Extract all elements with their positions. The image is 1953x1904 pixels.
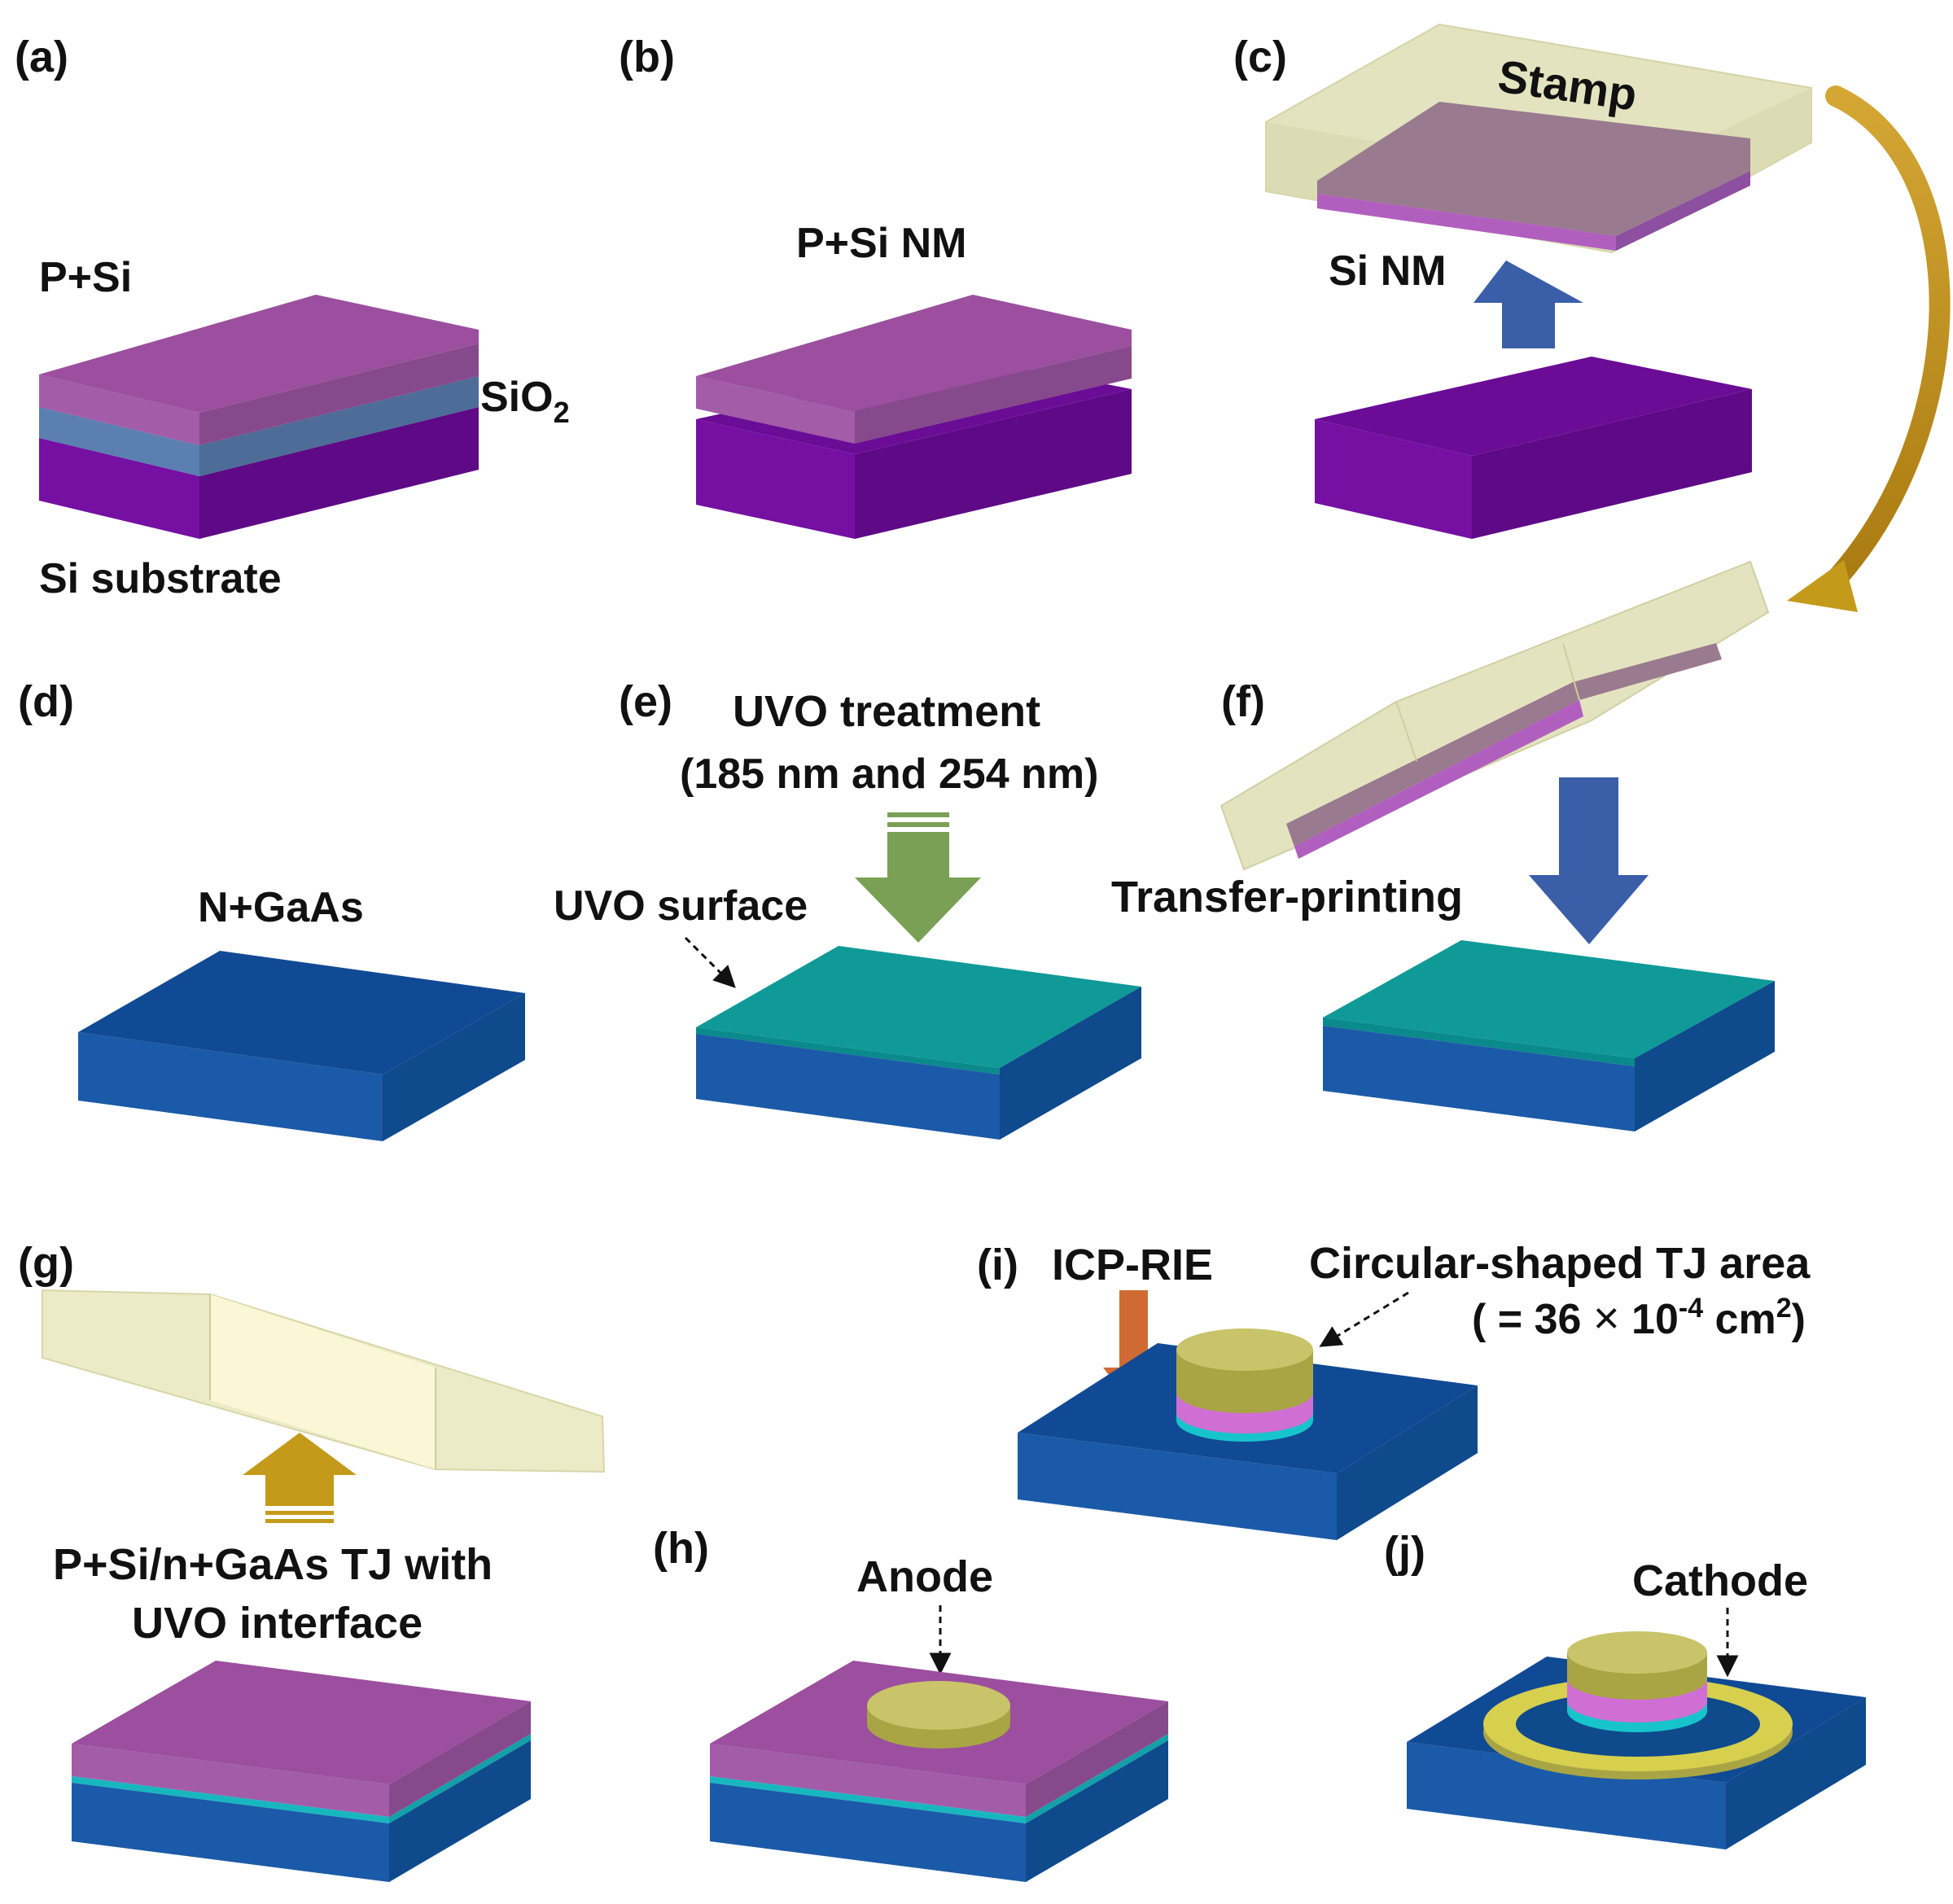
label-tj-area: Circular-shaped TJ area bbox=[1309, 1239, 1811, 1288]
label-si-nm: Si NM bbox=[1329, 247, 1446, 295]
panel-letter-d: (d) bbox=[18, 677, 74, 726]
gaas-block-d bbox=[78, 951, 525, 1141]
panel-j: (j) Cathode bbox=[1384, 1528, 1866, 1849]
label-uvo-treatment: UVO treatment bbox=[733, 687, 1040, 736]
gaas-block-f bbox=[1323, 940, 1775, 1131]
gaas-block-e bbox=[696, 946, 1141, 1140]
label-tj-line1: P+Si/n+GaAs TJ with bbox=[53, 1540, 493, 1589]
panel-letter-a: (a) bbox=[15, 33, 68, 81]
curved-arrow-icon bbox=[1787, 85, 1951, 612]
panel-letter-h: (h) bbox=[653, 1524, 709, 1573]
label-sio2: SiO2 bbox=[480, 374, 570, 429]
panel-c: (c) Stamp Si NM bbox=[1233, 23, 1951, 612]
sio2-layer bbox=[39, 376, 479, 476]
label-tj-area-value: ( = 36 × 10-4 cm2) bbox=[1472, 1292, 1806, 1343]
stamp-g bbox=[42, 1289, 606, 1473]
label-anode: Anode bbox=[856, 1552, 993, 1601]
dashed-pointer-icon bbox=[684, 936, 736, 988]
panel-letter-e: (e) bbox=[619, 677, 672, 726]
label-n-gaas: N+GaAs bbox=[198, 884, 364, 931]
label-transfer-printing: Transfer-printing bbox=[1111, 873, 1463, 921]
label-cathode: Cathode bbox=[1632, 1556, 1808, 1605]
label-uvo-surface: UVO surface bbox=[554, 882, 808, 930]
panel-letter-b: (b) bbox=[619, 33, 675, 81]
p-si-layer bbox=[39, 295, 479, 445]
panel-b: (b) P+Si NM bbox=[619, 33, 1132, 539]
panel-letter-f: (f) bbox=[1221, 677, 1265, 726]
dashed-pointer-icon bbox=[1319, 1291, 1409, 1347]
panel-h: (h) Anode bbox=[653, 1524, 1168, 1882]
label-p-si: P+Si bbox=[39, 254, 132, 301]
panel-i: (i) ICP-RIE Circular-shaped TJ area ( = … bbox=[977, 1239, 1811, 1540]
panel-g: (g) P+Si/n+GaAs TJ with UVO interface bbox=[18, 1239, 606, 1882]
p-si-nm-b bbox=[696, 295, 1132, 444]
panel-letter-c: (c) bbox=[1233, 33, 1287, 81]
label-icp-rie: ICP-RIE bbox=[1052, 1241, 1213, 1289]
panel-letter-i: (i) bbox=[977, 1241, 1018, 1289]
up-arrow-icon bbox=[243, 1433, 357, 1523]
tj-mesa-i bbox=[1176, 1328, 1313, 1442]
tj-mesa-j bbox=[1567, 1631, 1707, 1732]
substrate-block-c bbox=[1315, 357, 1752, 539]
panel-letter-g: (g) bbox=[18, 1239, 74, 1288]
label-uvo-wavelengths: (185 nm and 254 nm) bbox=[680, 751, 1098, 798]
panel-a: (a) P+Si SiO2 Si substrate bbox=[15, 33, 570, 602]
down-arrow-icon bbox=[855, 812, 981, 943]
panel-f: (f) Transfer-printing bbox=[1111, 560, 1775, 1131]
panel-e: (e) UVO treatment (185 nm and 254 nm) UV… bbox=[554, 677, 1141, 1140]
anode-disk bbox=[867, 1681, 1010, 1749]
panel-d: (d) N+GaAs bbox=[18, 677, 525, 1141]
si-substrate-block bbox=[39, 407, 479, 539]
si-nm-on-stamp bbox=[1317, 102, 1750, 251]
tj-block-g bbox=[72, 1661, 531, 1882]
label-p-si-nm: P+Si NM bbox=[796, 220, 967, 267]
down-arrow-icon bbox=[1529, 777, 1649, 944]
up-arrow-icon bbox=[1474, 260, 1583, 348]
label-tj-line2: UVO interface bbox=[132, 1599, 423, 1648]
stamp-f bbox=[1220, 560, 1770, 871]
panel-letter-j: (j) bbox=[1384, 1528, 1425, 1577]
label-si-substrate: Si substrate bbox=[39, 555, 282, 602]
